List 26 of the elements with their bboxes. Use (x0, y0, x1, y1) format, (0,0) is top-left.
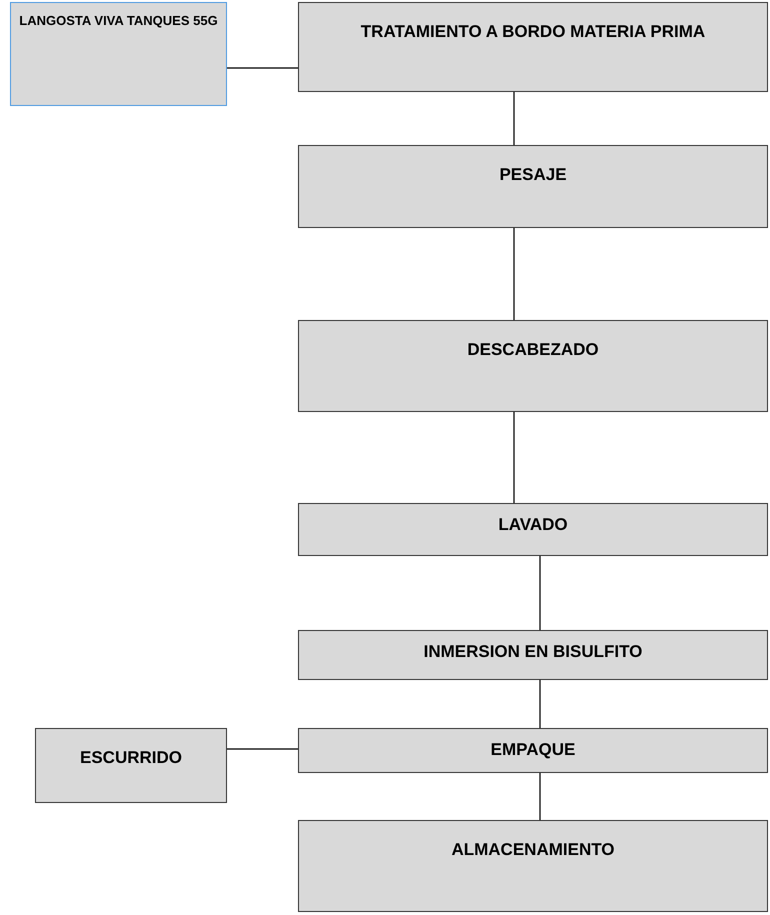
step-label: PESAJE (498, 164, 568, 186)
process-box (298, 145, 768, 228)
step-label: ALMACENAMIENTO (450, 839, 616, 861)
connector-line (227, 67, 298, 69)
process-box (298, 2, 768, 92)
connector-line (513, 92, 515, 145)
step-label: INMERSION EN BISULFITO (422, 641, 644, 663)
step-label: DESCABEZADO (466, 339, 600, 361)
step-label: LAVADO (497, 514, 569, 536)
step-label: LANGOSTA VIVA TANQUES 55G (19, 13, 218, 30)
process-box (35, 728, 227, 803)
step-label: EMPAQUE (490, 739, 576, 761)
connector-line (513, 228, 515, 320)
connector-line (513, 412, 515, 503)
process-box (10, 2, 227, 106)
process-box (298, 820, 768, 912)
process-box (298, 503, 768, 556)
connector-line (227, 748, 298, 750)
step-label: TRATAMIENTO A BORDO MATERIA PRIMA (360, 21, 706, 43)
step-label: ESCURRIDO (78, 747, 183, 769)
process-box (298, 630, 768, 680)
process-box (298, 728, 768, 773)
process-box (298, 320, 768, 412)
connector-line (539, 680, 541, 728)
connector-line (539, 773, 541, 820)
connector-line (539, 556, 541, 630)
